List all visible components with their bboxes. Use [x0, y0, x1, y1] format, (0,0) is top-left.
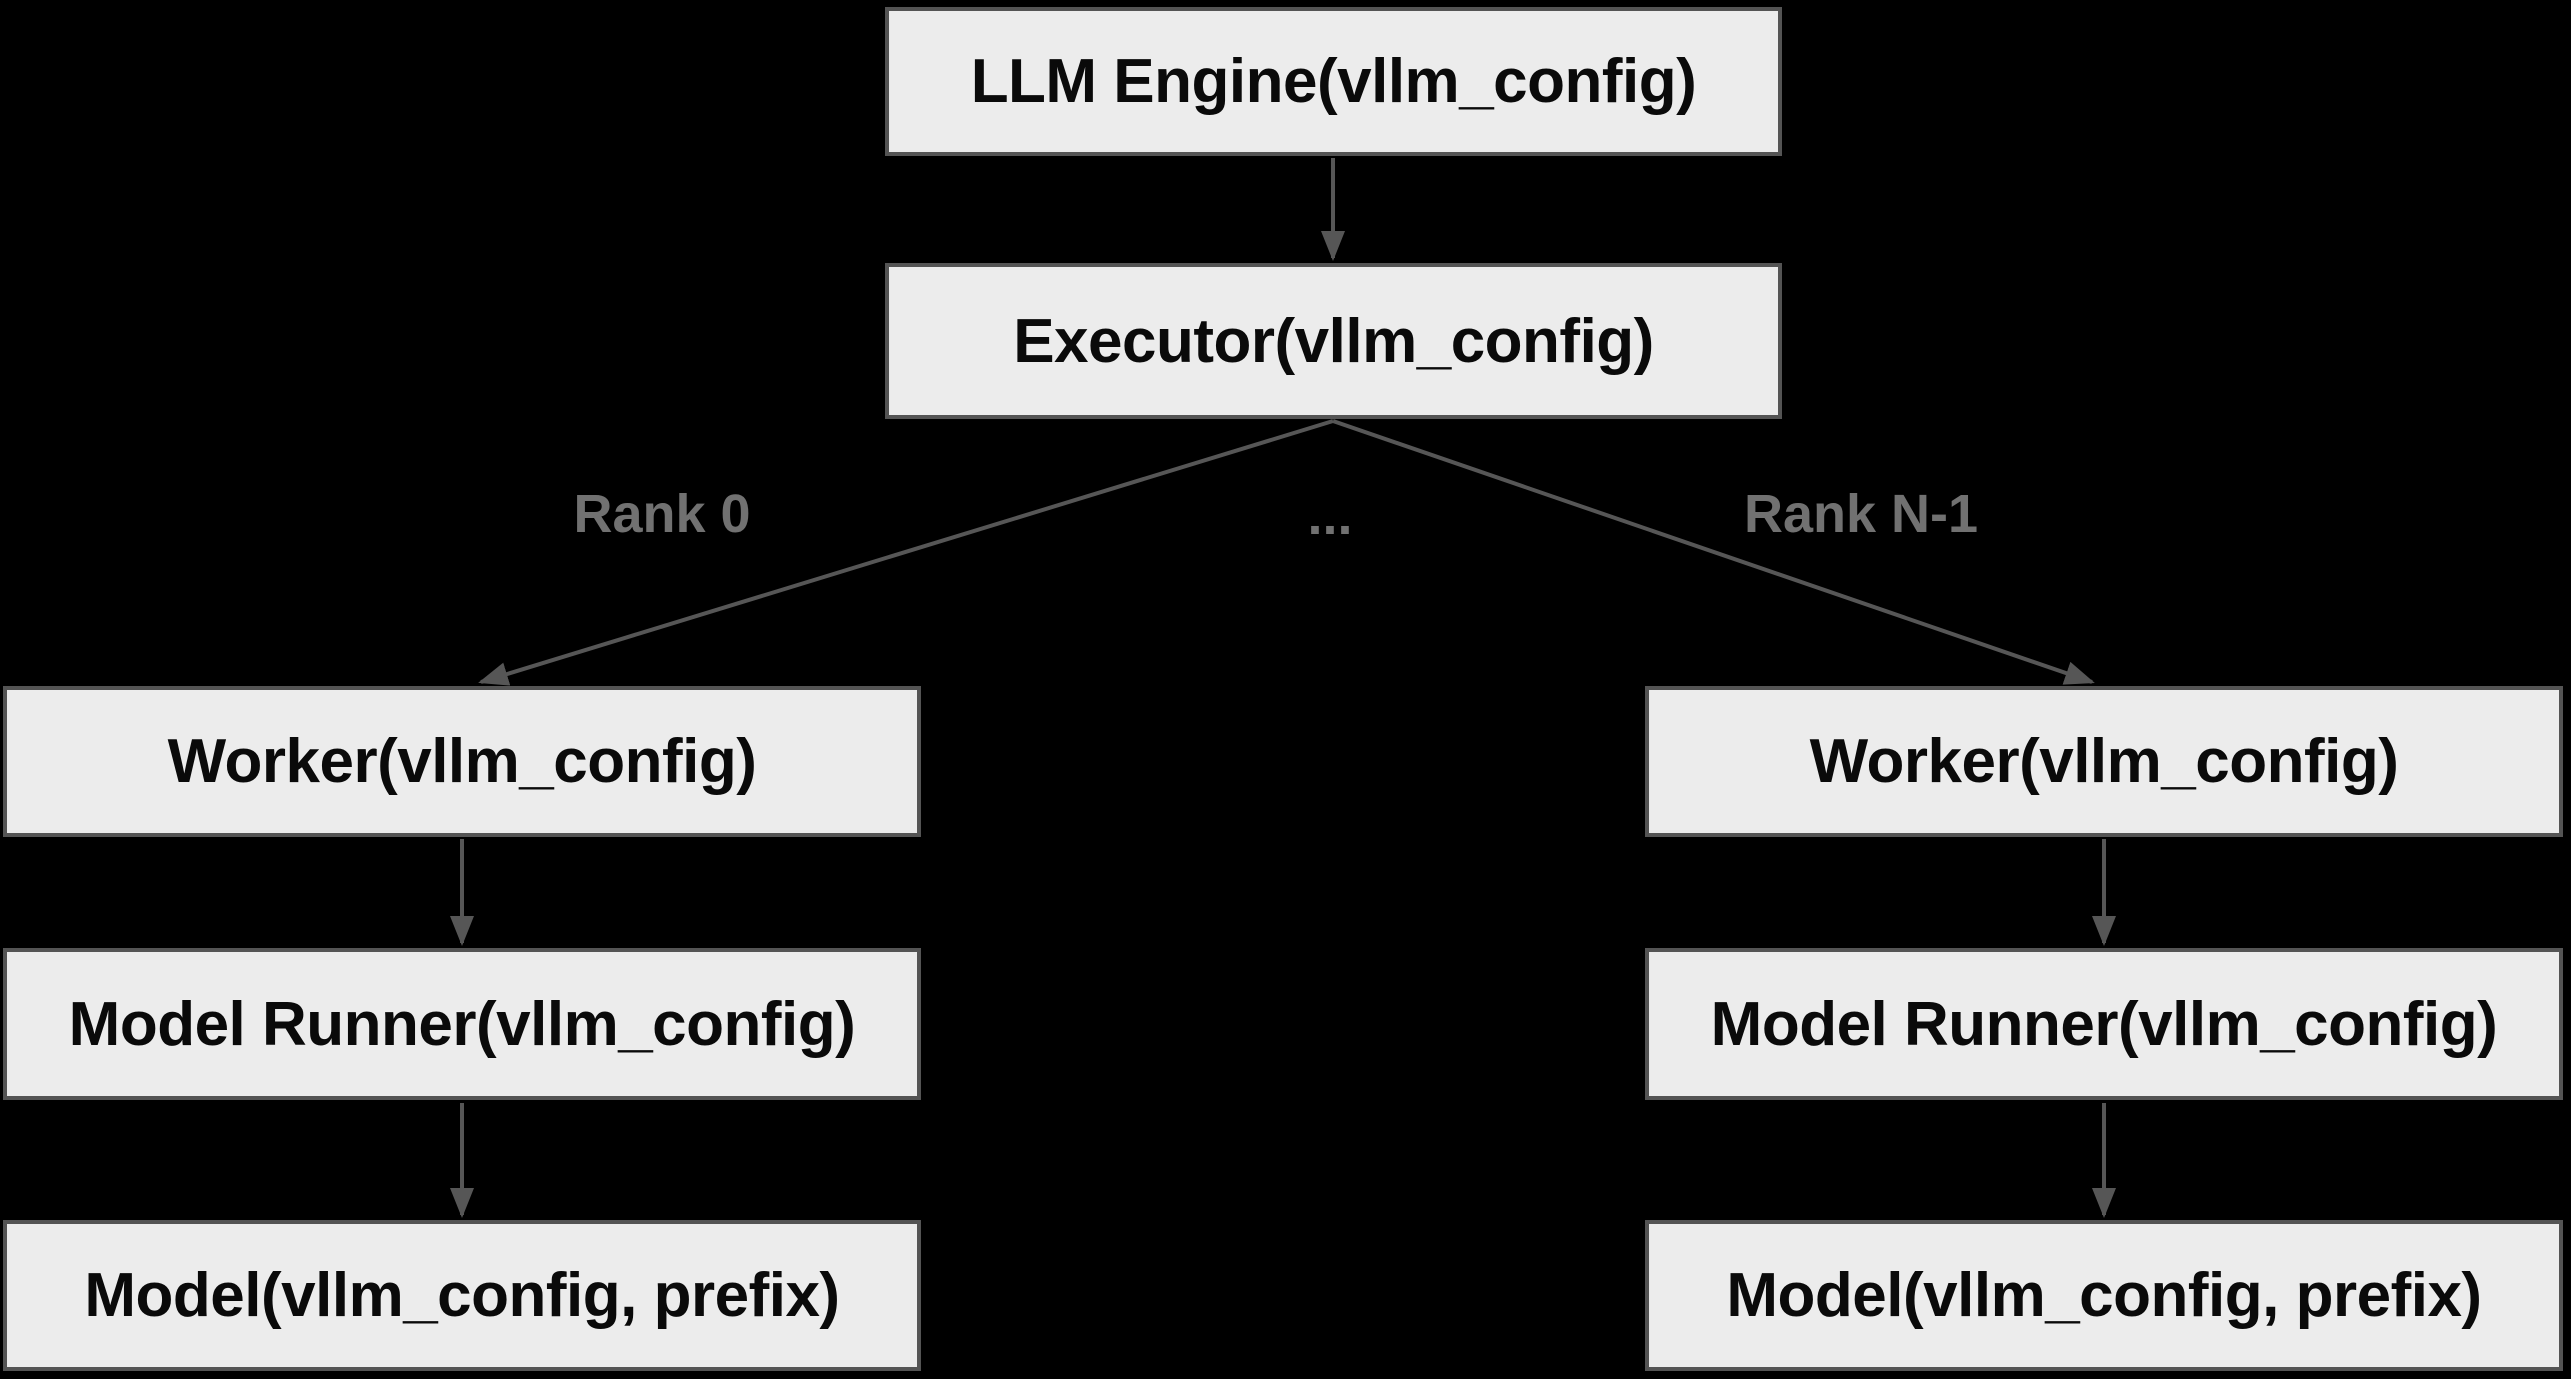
node-worker-rankn-label: Worker(vllm_config) [1809, 727, 2399, 796]
node-worker-rankn: Worker(vllm_config) [1645, 686, 2563, 837]
node-model-rankn-label: Model(vllm_config, prefix) [1726, 1261, 2482, 1330]
node-worker-rank0-label: Worker(vllm_config) [167, 727, 757, 796]
node-llm-engine-label: LLM Engine(vllm_config) [970, 47, 1697, 116]
node-executor-label: Executor(vllm_config) [1013, 306, 1654, 376]
edge-label-rank-n: Rank N-1 [1743, 484, 1979, 544]
edge-label-rank-0: Rank 0 [573, 484, 751, 544]
node-llm-engine: LLM Engine(vllm_config) [885, 7, 1782, 156]
node-model-runner-rank0-label: Model Runner(vllm_config) [68, 989, 856, 1059]
edge-executor-to-worker-rank0 [478, 419, 1334, 686]
edge-executor-to-worker-rankn [1332, 419, 2095, 685]
node-model-runner-rankn-label: Model Runner(vllm_config) [1710, 989, 2498, 1059]
edge-label-ellipsis: ... [1307, 486, 1353, 546]
node-worker-rank0: Worker(vllm_config) [3, 686, 921, 837]
node-model-rank0: Model(vllm_config, prefix) [3, 1220, 921, 1371]
node-model-rank0-label: Model(vllm_config, prefix) [84, 1261, 840, 1330]
node-executor: Executor(vllm_config) [885, 263, 1782, 419]
node-model-runner-rank0: Model Runner(vllm_config) [3, 948, 921, 1100]
node-model-rankn: Model(vllm_config, prefix) [1645, 1220, 2563, 1371]
node-model-runner-rankn: Model Runner(vllm_config) [1645, 948, 2563, 1100]
